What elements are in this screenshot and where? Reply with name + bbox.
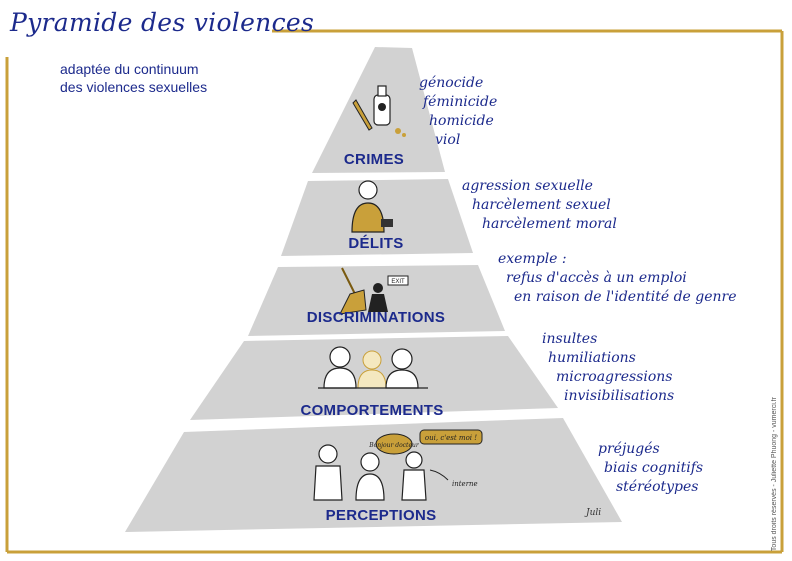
notes-crimes: génocide féminicide homicide viol (419, 74, 497, 150)
note-item: stéréotypes (616, 479, 699, 495)
page-title: Pyramide des violences (10, 8, 315, 37)
note-item: exemple : (498, 251, 567, 267)
note-item: refus d'accès à un emploi (506, 270, 687, 286)
note-item: humiliations (548, 350, 636, 366)
level-label-delits: DÉLITS (348, 235, 404, 252)
crimes-illustration (352, 85, 406, 137)
tier-crimes (312, 47, 445, 173)
note-item: microagressions (556, 369, 673, 385)
discriminations-illustration: EXIT (339, 267, 409, 315)
level-label-comportements: COMPORTEMENTS (300, 402, 444, 419)
note-item: génocide (419, 75, 484, 91)
note-item: invisibilisations (564, 388, 675, 404)
notes-perceptions: préjugés biais cognitifs stéréotypes (598, 440, 703, 497)
notes-discriminations: exemple : refus d'accès à un emploi en r… (498, 250, 737, 307)
artist-signature: Juli (586, 508, 602, 518)
level-label-crimes: CRIMES (343, 151, 405, 168)
note-item: viol (435, 132, 461, 148)
level-label-discriminations: DISCRIMINATIONS (306, 309, 446, 326)
bubble-right-text: oui, c'est moi ! (425, 434, 477, 442)
subtitle-line-1: adaptée du continuum (60, 61, 199, 77)
subtitle-line-2: des violences sexuelles (60, 79, 208, 95)
note-item: agression sexuelle (462, 178, 593, 194)
arrow-label-text: interne (452, 480, 478, 488)
level-label-perceptions: PERCEPTIONS (325, 507, 437, 524)
note-item: biais cognitifs (604, 460, 704, 476)
notes-comportements: insultes humiliations microagressions in… (542, 330, 674, 406)
perceptions-illustration: Bonjour docteur oui, c'est moi ! interne (313, 429, 483, 501)
note-item: en raison de l'identité de genre (514, 289, 737, 305)
note-item: préjugés (598, 441, 660, 457)
tier-comportements (190, 336, 558, 420)
copyright-credit: Tous droits réservés - Juliette Phuong -… (771, 396, 778, 551)
bubble-left-text: Bonjour docteur (368, 442, 420, 449)
comportements-illustration (318, 346, 428, 389)
subtitle: adaptée du continuum des violences sexue… (60, 60, 207, 96)
note-item: harcèlement sexuel (472, 197, 611, 213)
tier-delits (281, 179, 473, 256)
note-item: homicide (429, 113, 494, 129)
note-item: insultes (542, 331, 598, 347)
note-item: féminicide (423, 94, 498, 110)
delits-illustration (351, 180, 393, 233)
notes-delits: agression sexuelle harcèlement sexuel ha… (462, 177, 617, 234)
tier-perceptions: Bonjour docteur oui, c'est moi ! interne (125, 418, 622, 532)
tier-discriminations: EXIT (248, 265, 505, 336)
exit-sign-text: EXIT (391, 279, 405, 285)
note-item: harcèlement moral (482, 216, 617, 232)
